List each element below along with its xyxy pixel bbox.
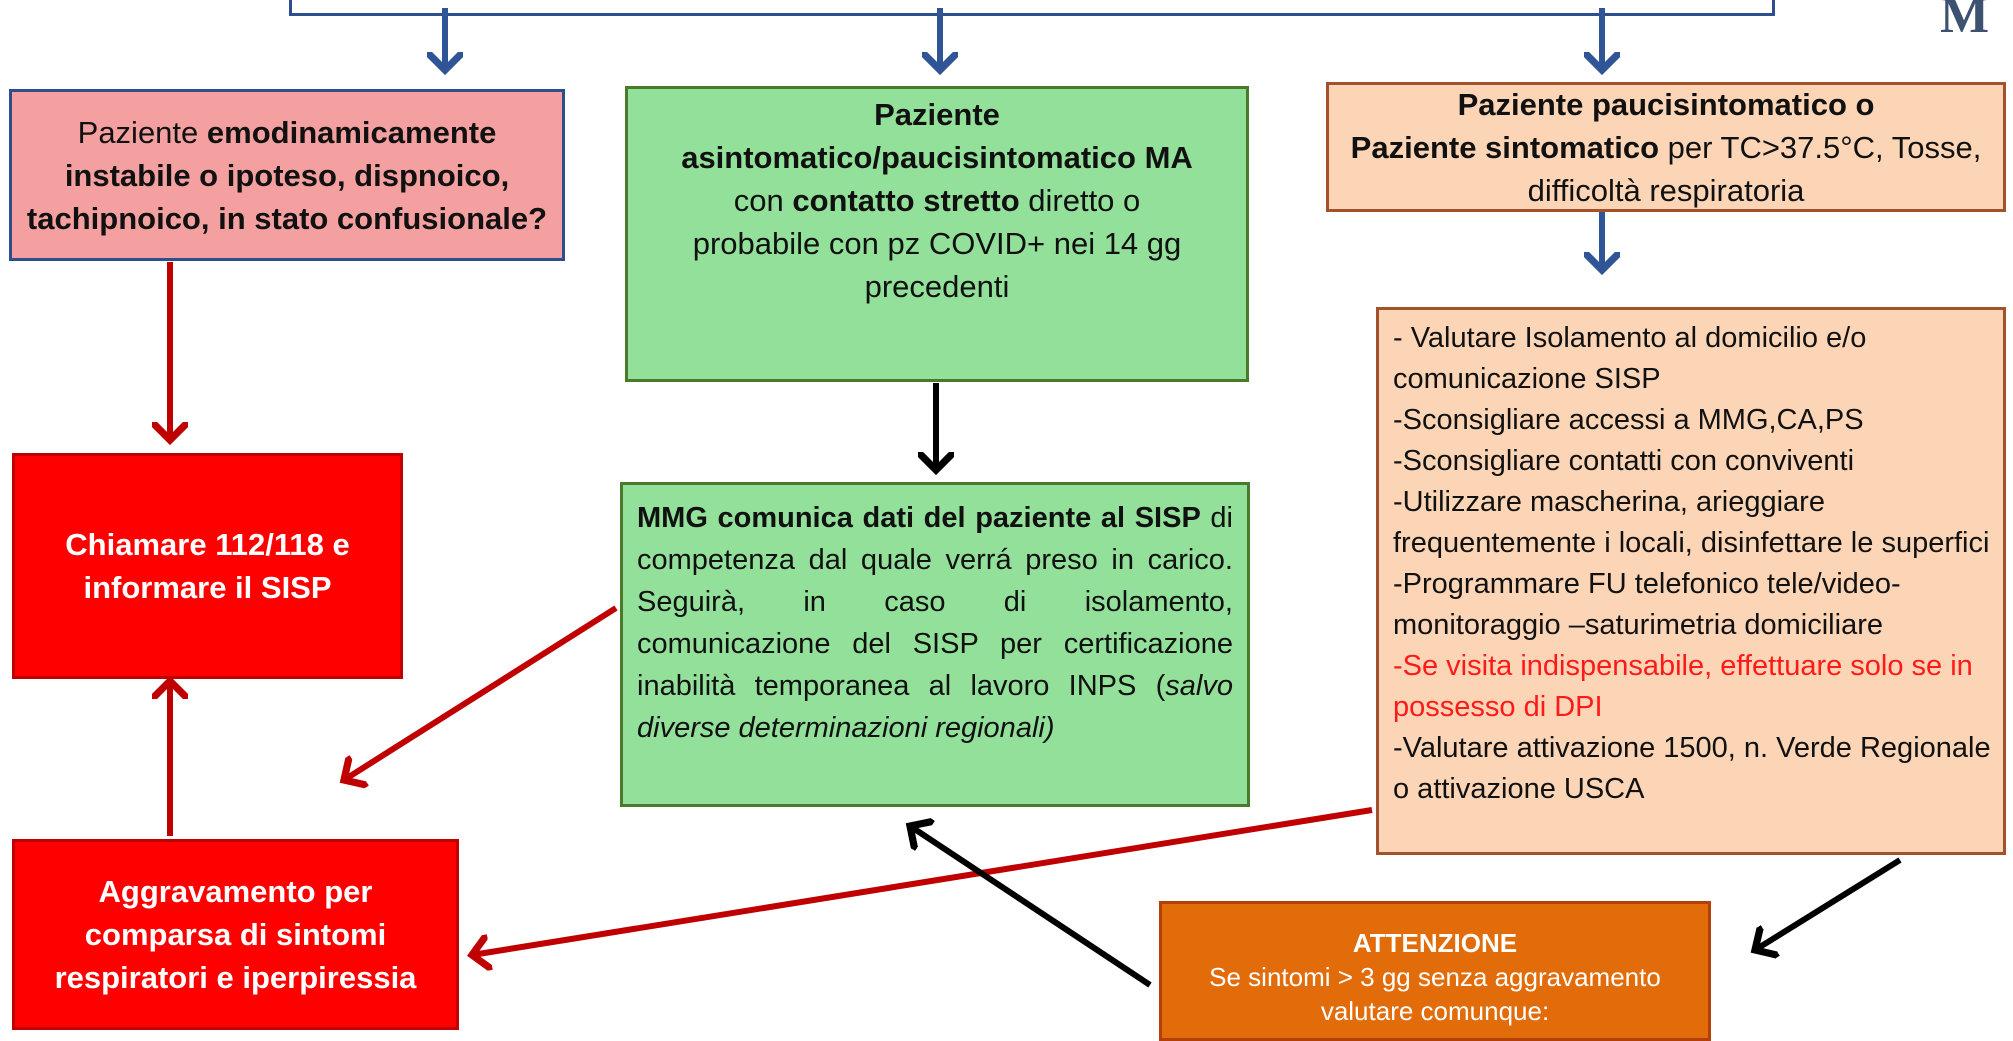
action-line-3: -Sconsigliare contatti con conviventi xyxy=(1393,445,1855,477)
attention-text: Se sintomi > 3 gg senza aggravamento val… xyxy=(1209,962,1661,1026)
attention-title: ATTENZIONE xyxy=(1352,928,1518,958)
action-line-1: - Valutare Isolamento al domicilio e/o c… xyxy=(1393,322,1867,395)
box-contact-patient: Paziente asintomatico/paucisintomatico M… xyxy=(625,86,1249,382)
symptomatic-rest: per TC>37.5°C, Tosse, difficoltà respira… xyxy=(1527,129,1982,208)
mmg-text: di competenza dal quale verrá preso in c… xyxy=(637,502,1233,702)
logo: M xyxy=(1940,0,1990,44)
box-symptomatic-patient: Paziente paucisintomatico o Paziente sin… xyxy=(1326,82,2006,212)
box-call-emergency: Chiamare 112/118 e informare il SISP xyxy=(12,453,403,679)
contact-title: Paziente asintomatico/paucisintomatico M… xyxy=(681,97,1193,175)
arrow-actions-to-worsening xyxy=(472,807,1373,955)
box-unstable-patient: Paziente emodinamicamente instabile o ip… xyxy=(9,89,565,261)
action-line-dpi: -Se visita indispensabile, effettuare so… xyxy=(1393,650,1973,723)
contact-bold: contatto stretto xyxy=(792,183,1020,218)
box-attention: ATTENZIONE Se sintomi > 3 gg senza aggra… xyxy=(1159,901,1711,1041)
mmg-bold: MMG comunica dati del paziente al xyxy=(637,502,1126,534)
action-line-5: -Programmare FU telefonico tele/video-mo… xyxy=(1393,568,1901,641)
mmg-italic: salvo diverse determinazioni regionali) xyxy=(637,670,1233,744)
unstable-prefix: Paziente xyxy=(77,114,207,150)
mmg-sisp: SISP xyxy=(1134,502,1201,534)
arrow-attention-to-mmg xyxy=(910,826,1152,988)
arrow-mmg-to-worsening xyxy=(344,605,618,780)
box-worsening: Aggravamento per comparsa di sintomi res… xyxy=(12,839,459,1030)
worsening-text: Aggravamento per comparsa di sintomi res… xyxy=(54,874,417,995)
action-line-2: -Sconsigliare accessi a MMG,CA,PS xyxy=(1393,404,1864,436)
box-actions: - Valutare Isolamento al domicilio e/o c… xyxy=(1376,307,2006,855)
arrow-actions-to-attention xyxy=(1755,857,1902,950)
contact-rest: diretto o probabile con pz COVID+ nei 14… xyxy=(692,183,1182,304)
box-mmg-communicates: MMG comunica dati del paziente al SISP d… xyxy=(620,482,1250,807)
contact-prefix: con xyxy=(733,183,793,218)
symptomatic-title: Paziente paucisintomatico o xyxy=(1457,86,1875,122)
action-line-last: -Valutare attivazione 1500, n. Verde Reg… xyxy=(1393,732,1991,805)
unstable-bold: emodinamicamente instabile o ipoteso, di… xyxy=(26,114,548,236)
action-line-4: -Utilizzare mascherina, arieggiare frequ… xyxy=(1393,486,1990,559)
symptomatic-bold: Paziente sintomatico xyxy=(1350,129,1660,165)
top-node-bottom-edge xyxy=(289,0,1775,16)
call-text: Chiamare 112/118 e informare il SISP xyxy=(65,527,350,605)
